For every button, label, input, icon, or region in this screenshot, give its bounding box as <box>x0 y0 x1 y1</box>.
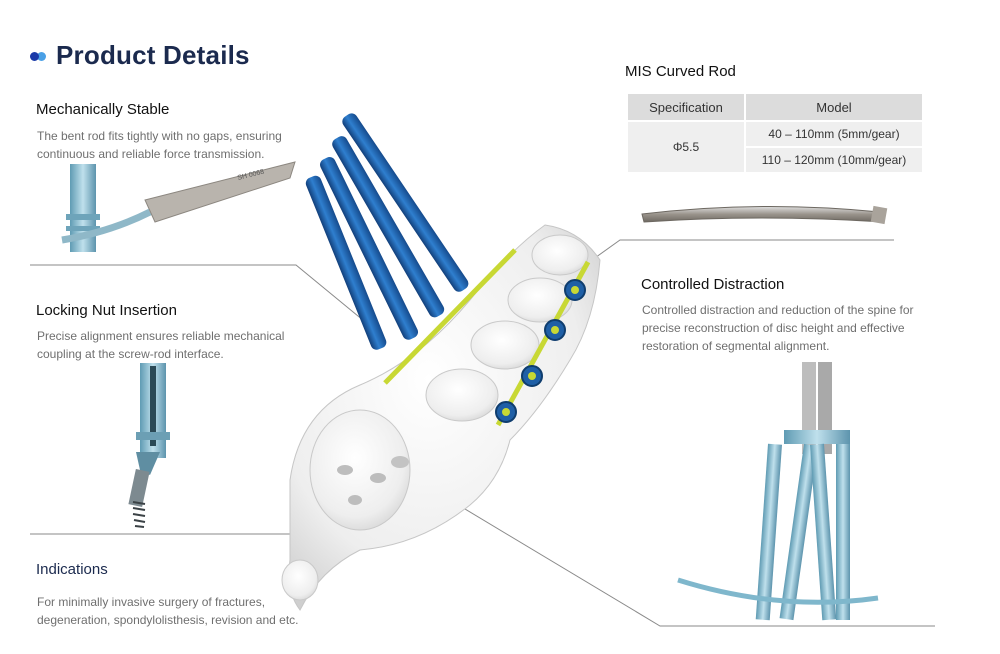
left-rod <box>383 248 517 385</box>
curved-rod-image <box>641 205 888 225</box>
locking-body: Precise alignment ensures reliable mecha… <box>37 329 285 361</box>
model-value-1: 40 – 110mm (5mm/gear) <box>746 122 922 146</box>
page-title: Product Details <box>56 40 250 70</box>
model-value-2: 110 – 120mm (10mm/gear) <box>746 148 922 172</box>
extender-tubes <box>305 113 469 350</box>
rod-spec-table: Specification Model Φ5.5 40 – 110mm (5mm… <box>626 92 924 174</box>
stable-title: Mechanically Stable <box>36 101 170 118</box>
distraction-body: Controlled distraction and reduction of … <box>642 303 914 353</box>
model-header: Model <box>746 94 922 120</box>
spec-value: Φ5.5 <box>628 122 744 172</box>
inset-bent-rod-image: SH 0068 <box>61 161 296 252</box>
rod-table-title: MIS Curved Rod <box>625 63 736 80</box>
indications-body: For minimally invasive surgery of fractu… <box>37 595 299 627</box>
distraction-title: Controlled Distraction <box>641 276 785 293</box>
locking-title: Locking Nut Insertion <box>36 302 177 319</box>
spec-header: Specification <box>628 94 744 120</box>
screw-heads <box>495 279 586 423</box>
inset-locking-nut-image <box>128 363 170 528</box>
title-dot-light <box>37 52 46 61</box>
leader-stable <box>30 264 376 331</box>
leader-bottom <box>449 499 935 627</box>
spine-illustration <box>281 113 601 611</box>
title-dot-dark <box>30 52 39 61</box>
stable-body: The bent rod fits tightly with no gaps, … <box>37 129 282 161</box>
indications-title: Indications <box>36 561 108 578</box>
distraction-instrument-image <box>677 362 879 621</box>
leader-distraction <box>577 239 894 271</box>
